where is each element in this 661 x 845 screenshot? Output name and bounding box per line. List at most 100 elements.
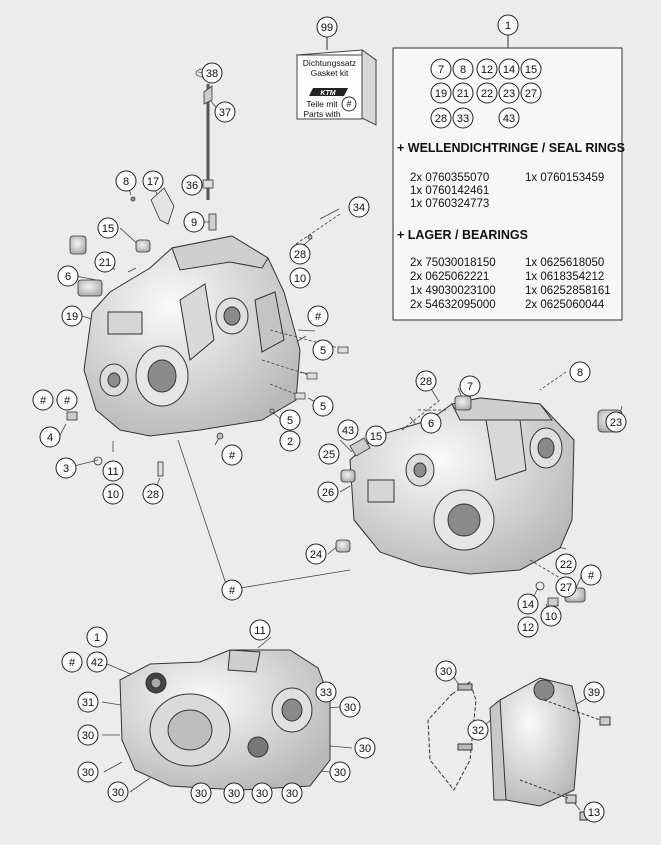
callout-30-circle [107,781,129,803]
callout-19-circle [61,305,83,327]
callout-hash-label: # [229,585,236,597]
callout-8-circle [115,170,137,192]
callout-8-label: 8 [123,176,129,188]
callout-30-circle [77,761,99,783]
bearing-row-2-left: 2x 0625062221 [410,271,490,283]
gasket-box-line4: Parts with [303,109,341,119]
info-callout-22-label: 22 [481,88,493,100]
callout-5-circle [279,409,301,431]
callout-23-circle [605,411,627,433]
info-callout-19-label: 19 [435,88,447,100]
callout-hash-label: # [315,311,322,323]
bearing-row-4-left: 2x 54632095000 [410,299,496,311]
gasket-kit-box: KTM [295,49,378,126]
callout-30-label: 30 [359,743,371,755]
callout-28-circle [142,483,164,505]
callout-30-circle [223,782,245,804]
callout-30-circle [190,782,212,804]
callout-28-label: 28 [294,249,306,261]
callout-30-label: 30 [256,788,268,800]
callout-31-circle [77,691,99,713]
callout-14-circle [517,593,539,615]
info-callout-14-circle [498,58,520,80]
callout-5-circle [312,395,334,417]
callout-30-label: 30 [440,666,452,678]
callout-39-circle [583,681,605,703]
callout-1-label: 1 [505,20,511,32]
gasket-box-line1: Dichtungssatz [302,58,357,68]
gasket-box-line3: Teile mit [306,99,338,109]
callout-23-label: 23 [610,417,622,429]
callout-38-label: 38 [206,68,218,80]
bearing-row-1-left: 2x 75030018150 [410,257,496,269]
info-callout-21-circle [452,82,474,104]
callout-28-circle [289,243,311,265]
callout-21-circle [94,251,116,273]
bearing-row-4-right: 2x 0625060044 [525,299,605,311]
callout-27-circle [555,576,577,598]
callout-6-circle [57,265,79,287]
info-callout-8-circle [452,58,474,80]
bearing-row-3-right: 1x 06252858161 [525,285,611,297]
callout-26-label: 26 [322,487,334,499]
info-callout-28-label: 28 [435,113,447,125]
callout-10-label: 10 [107,489,119,501]
callout-31-label: 31 [82,697,94,709]
info-callout-28-circle [430,107,452,129]
callout-37-circle [214,101,236,123]
callout-30-label: 30 [228,788,240,800]
info-callout-27-circle [520,82,542,104]
callout-4-label: 4 [47,432,53,444]
callout-30-label: 30 [112,787,124,799]
right-crankcase-half [349,397,575,575]
callout-19-label: 19 [66,311,78,323]
callout-36-circle [181,174,203,196]
callout-43-circle [337,419,359,441]
info-callout-7-label: 7 [438,64,444,76]
callout-25-circle [318,443,340,465]
callout-10-circle [289,267,311,289]
callout-12-label: 12 [522,622,534,634]
callout-1-circle [497,14,519,36]
callout-hash-circle [32,389,54,411]
seal-row-2-left: 1x 0760142461 [410,185,490,197]
callout-11-label: 11 [107,466,118,478]
callout-99-circle [316,16,338,38]
bearing-row-3-left: 1x 49030023100 [410,285,496,297]
info-callout-15-circle [520,58,542,80]
callout-27-label: 27 [560,582,572,594]
callout-hash-circle [221,579,243,601]
callout-42-circle [86,651,108,673]
callout-3-label: 3 [63,463,69,475]
callout-30-label: 30 [344,702,356,714]
assembled-crankcase [119,649,331,791]
info-callout-22-circle [476,82,498,104]
callout-24-circle [305,543,327,565]
callout-8-label: 8 [577,367,583,379]
info-callout-14-label: 14 [503,64,515,76]
callout-6-circle [420,412,442,434]
callout-hash-circle [61,651,83,673]
callout-14-label: 14 [522,599,534,611]
callout-11-circle [249,619,271,641]
ktm-logo [309,88,348,96]
gasket-box-line2: Gasket kit [310,68,349,78]
callout-39-label: 39 [588,687,600,699]
info-callout-21-label: 21 [457,88,469,100]
callout-2-circle [279,430,301,452]
callout-11-circle [102,460,124,482]
callout-hash-circle [580,564,602,586]
callout-hash-label: # [229,450,236,462]
callout-32-label: 32 [472,725,484,737]
callout-5-label: 5 [320,345,326,357]
info-callout-43-label: 43 [503,113,515,125]
callout-30-label: 30 [334,767,346,779]
callout-36-label: 36 [186,180,198,192]
svg-text:KTM: KTM [320,90,335,97]
callout-30-circle [281,782,303,804]
callout-43-label: 43 [342,425,354,437]
callout-30-label: 30 [195,788,207,800]
callout-32-circle [467,719,489,741]
